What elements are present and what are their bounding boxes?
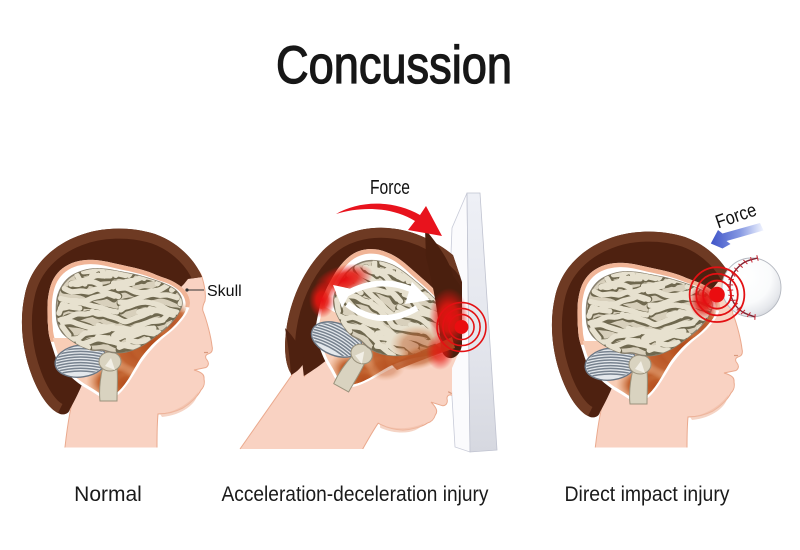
- svg-text:Direct impact injury: Direct impact injury: [565, 483, 730, 506]
- svg-text:Normal: Normal: [74, 483, 142, 506]
- svg-text:Acceleration-deceleration inju: Acceleration-deceleration injury: [222, 483, 489, 506]
- svg-text:Skull: Skull: [207, 283, 242, 300]
- svg-text:Force: Force: [370, 177, 410, 199]
- svg-text:Concussion: Concussion: [276, 36, 512, 95]
